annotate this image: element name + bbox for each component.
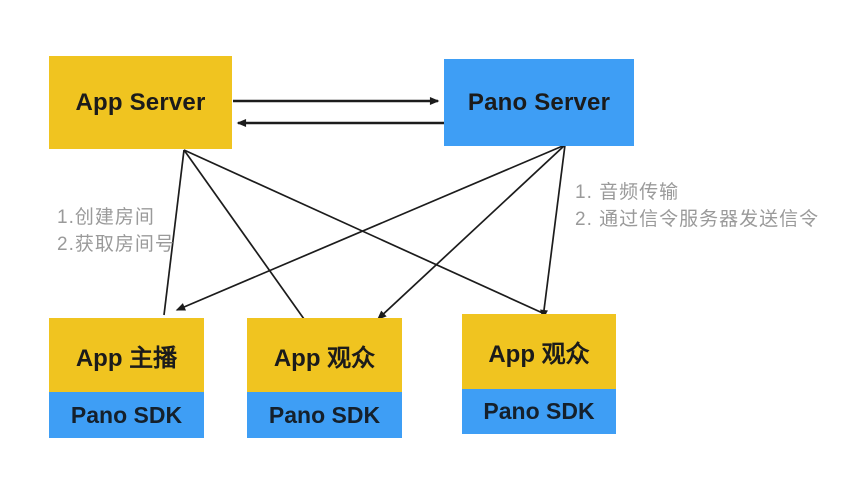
client-viewer2-sdk-label: Pano SDK xyxy=(462,389,616,434)
client-viewer1-role-label: App 观众 xyxy=(247,318,402,392)
client-viewer2-node: App 观众 Pano SDK xyxy=(462,314,616,434)
pano-server-step-1: 1. 音频传输 xyxy=(575,182,680,203)
pano-server-step-2: 2. 通过信令服务器发送信令 xyxy=(575,209,820,230)
pano-server-steps-note: 1. 音频传输 2. 通过信令服务器发送信令 xyxy=(575,179,819,233)
client-host-role-label: App 主播 xyxy=(49,318,204,392)
app-server-step-2: 2.获取房间号 xyxy=(57,234,175,255)
app-server-steps-note: 1.创建房间 2.获取房间号 xyxy=(57,204,175,258)
edge-panoserver-to-viewer1 xyxy=(376,144,566,320)
edge-panoserver-to-viewer2 xyxy=(540,144,566,320)
client-host-sdk-label: Pano SDK xyxy=(49,392,204,438)
app-server-step-1: 1.创建房间 xyxy=(57,207,155,228)
client-viewer2-role-label: App 观众 xyxy=(462,314,616,389)
app-server-label: App Server xyxy=(75,88,206,116)
pano-server-label: Pano Server xyxy=(467,88,611,116)
pano-server-node: Pano Server xyxy=(444,59,634,146)
client-viewer1-sdk-label: Pano SDK xyxy=(247,392,402,438)
edge-panoserver-to-host xyxy=(175,144,566,311)
client-viewer1-node: App 观众 Pano SDK xyxy=(247,318,402,438)
app-server-node: App Server xyxy=(49,56,232,149)
client-host-node: App 主播 Pano SDK xyxy=(49,318,204,438)
edge-appserver-to-viewer1 xyxy=(183,149,305,320)
edge-appserver-to-viewer2 xyxy=(183,149,559,321)
